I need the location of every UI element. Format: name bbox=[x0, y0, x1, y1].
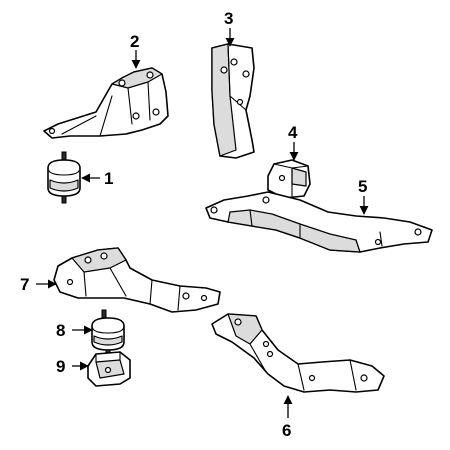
callout-3: 3 bbox=[224, 9, 233, 28]
callout-4: 4 bbox=[288, 123, 298, 142]
callout-1: 1 bbox=[104, 169, 113, 188]
callout-numbers: 1 2 3 4 5 6 7 8 9 bbox=[20, 9, 367, 440]
callout-7: 7 bbox=[20, 275, 29, 294]
part-5-crossmember bbox=[205, 191, 433, 253]
part-8-rubber-mount bbox=[91, 309, 125, 357]
callout-2: 2 bbox=[130, 32, 139, 51]
callout-leaders bbox=[36, 28, 369, 418]
part-3-vertical-bracket bbox=[211, 43, 255, 159]
part-4-transmission-mount bbox=[267, 159, 311, 199]
part-7-crossmember bbox=[53, 247, 221, 313]
callout-6: 6 bbox=[282, 421, 291, 440]
part-1-engine-mount bbox=[47, 151, 81, 204]
callout-9: 9 bbox=[56, 357, 65, 376]
part-6-transmission-support bbox=[211, 313, 385, 393]
callout-8: 8 bbox=[56, 321, 65, 340]
part-2-engine-bracket bbox=[43, 67, 169, 139]
callout-5: 5 bbox=[358, 177, 367, 196]
part-9-mount-bracket bbox=[87, 351, 131, 387]
